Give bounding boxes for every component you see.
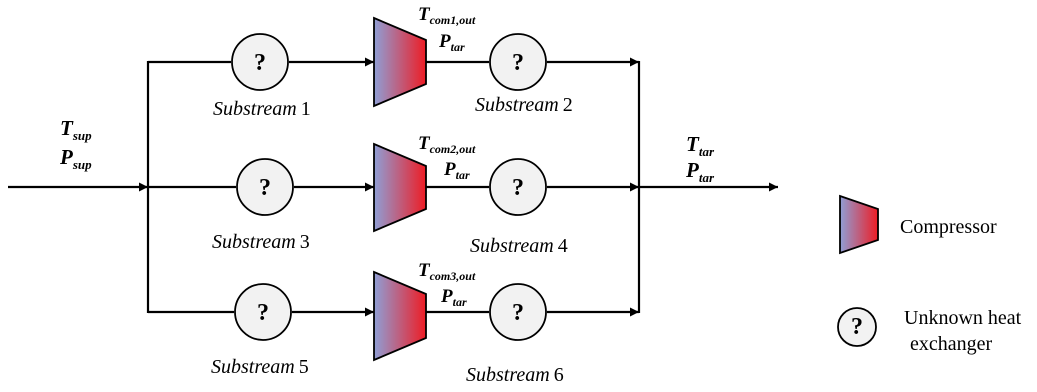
- outlet-temperature-label: Ttar: [686, 132, 715, 159]
- branch-2-compressor-temperature: Tcom2,out: [418, 133, 476, 156]
- heat-exchanger-icon: [234, 283, 292, 341]
- unknown-symbol: ?: [512, 50, 524, 76]
- heat-exchanger-icon: [489, 158, 547, 216]
- branch-3-compressor-temperature: Tcom3,out: [418, 260, 476, 283]
- branch-3-compressor-pressure: Ptar: [440, 286, 467, 309]
- heat-exchanger-icon: [489, 33, 547, 91]
- heat-exchanger-icon: [231, 33, 289, 91]
- outlet-pressure-label: Ptar: [685, 158, 715, 185]
- compressor-icon: [373, 270, 427, 362]
- branch-2-compressor-pressure: Ptar: [443, 159, 470, 182]
- branch-1-compressor-pressure: Ptar: [438, 31, 465, 54]
- legend-hx-label-line1: Unknown heat: [904, 307, 1022, 329]
- compressor-icon: [373, 16, 427, 108]
- inlet-pressure-label: Psup: [59, 145, 92, 172]
- legend: Compressor ? Unknown heat exchanger: [837, 194, 1022, 355]
- legend-compressor-label: Compressor: [900, 216, 997, 238]
- unknown-symbol: ?: [254, 50, 266, 76]
- legend-hx-label-line2: exchanger: [910, 333, 993, 355]
- heat-exchanger-icon: [489, 283, 547, 341]
- compressor-icon: [373, 142, 427, 233]
- unknown-symbol: ?: [257, 300, 269, 326]
- unknown-symbol: ?: [512, 300, 524, 326]
- heat-exchanger-icon: [837, 307, 877, 347]
- heat-exchanger-icon: [236, 158, 294, 216]
- inlet-temperature-label: Tsup: [60, 116, 92, 143]
- unknown-symbol: ?: [851, 314, 863, 340]
- compressor-icon: [839, 194, 879, 255]
- branch-1-compressor-temperature: Tcom1,out: [418, 4, 476, 27]
- unknown-symbol: ?: [259, 175, 271, 201]
- unknown-symbol: ?: [512, 175, 524, 201]
